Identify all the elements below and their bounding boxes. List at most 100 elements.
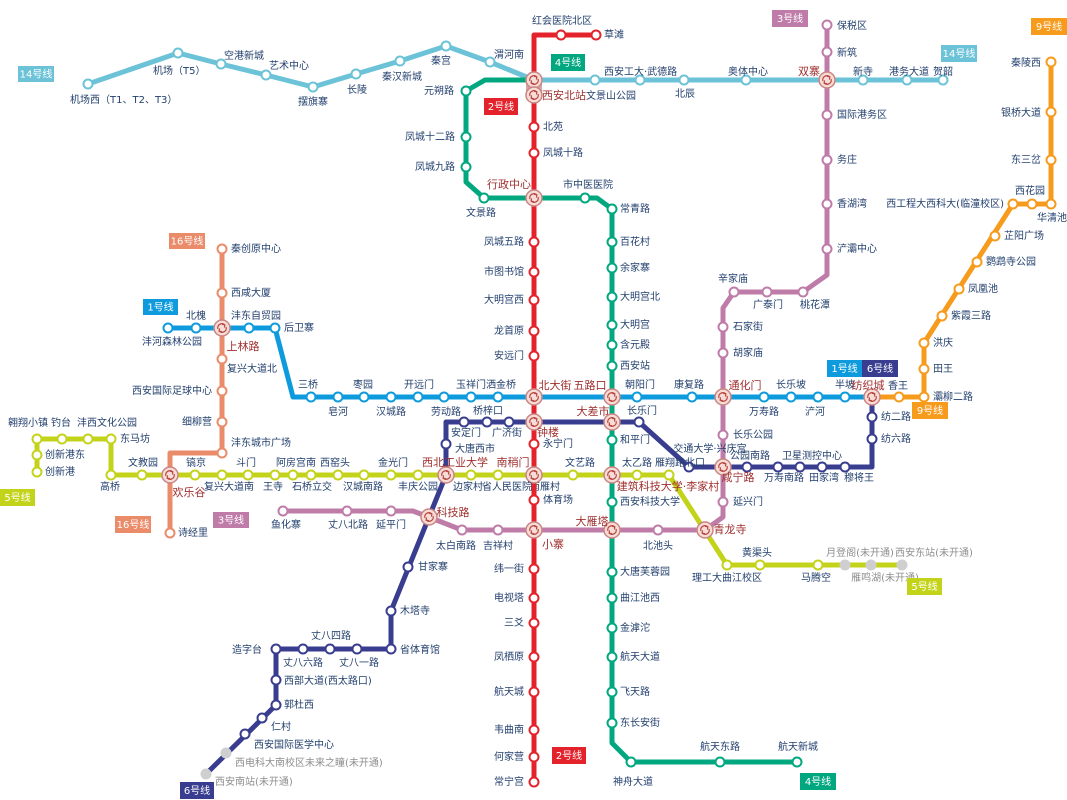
station-marker[interactable] <box>893 391 905 403</box>
station-marker[interactable] <box>277 505 289 517</box>
station-marker[interactable] <box>754 559 766 571</box>
station-marker[interactable] <box>528 236 540 248</box>
station-marker[interactable] <box>717 321 729 333</box>
station-marker[interactable] <box>839 391 851 403</box>
interchange-icon[interactable] <box>213 319 231 337</box>
station-marker[interactable] <box>606 566 618 578</box>
station-marker[interactable] <box>190 322 202 334</box>
station-marker[interactable] <box>918 363 930 375</box>
station-marker[interactable] <box>717 347 729 359</box>
station-marker[interactable] <box>216 287 228 299</box>
station-marker[interactable] <box>56 433 68 445</box>
station-marker[interactable] <box>528 350 540 362</box>
interchange-icon[interactable] <box>437 466 455 484</box>
station-marker[interactable] <box>528 563 540 575</box>
station-marker[interactable] <box>440 438 452 450</box>
interchange-icon[interactable] <box>603 521 621 539</box>
station-marker[interactable] <box>351 643 363 655</box>
station-marker[interactable] <box>606 592 618 604</box>
station-marker[interactable] <box>260 69 272 81</box>
station-marker[interactable] <box>242 469 254 481</box>
station-marker[interactable] <box>162 322 174 334</box>
station-marker[interactable] <box>918 337 930 349</box>
station-marker[interactable] <box>761 286 773 298</box>
station-marker[interactable] <box>821 109 833 121</box>
station-marker[interactable] <box>797 286 809 298</box>
station-marker[interactable] <box>484 56 496 68</box>
interchange-icon[interactable] <box>525 388 543 406</box>
station-marker[interactable] <box>385 505 397 517</box>
station-marker[interactable] <box>528 294 540 306</box>
station-marker[interactable] <box>740 74 752 86</box>
station-marker[interactable] <box>481 416 493 428</box>
station-marker[interactable] <box>866 433 878 445</box>
station-marker[interactable] <box>528 266 540 278</box>
station-marker[interactable] <box>324 643 336 655</box>
station-marker[interactable] <box>936 310 948 322</box>
station-marker[interactable] <box>492 469 504 481</box>
station-marker[interactable] <box>971 256 983 268</box>
station-marker[interactable] <box>478 192 490 204</box>
station-marker[interactable] <box>590 29 602 41</box>
station-marker[interactable] <box>465 469 477 481</box>
station-marker[interactable] <box>269 322 281 334</box>
station-marker[interactable] <box>243 322 255 334</box>
station-marker[interactable] <box>606 203 618 215</box>
interchange-icon[interactable] <box>603 388 621 406</box>
station-marker[interactable] <box>412 469 424 481</box>
station-marker[interactable] <box>412 391 424 403</box>
station-marker[interactable] <box>1007 198 1019 210</box>
station-marker[interactable] <box>402 561 414 573</box>
station-marker[interactable] <box>136 469 148 481</box>
station-marker[interactable] <box>606 262 618 274</box>
station-marker[interactable] <box>31 433 43 445</box>
station-marker[interactable] <box>465 391 477 403</box>
station-marker[interactable] <box>82 433 94 445</box>
station-marker[interactable] <box>440 40 452 52</box>
station-marker[interactable] <box>385 391 397 403</box>
station-marker[interactable] <box>528 724 540 736</box>
station-marker[interactable] <box>287 469 299 481</box>
station-marker[interactable] <box>901 74 913 86</box>
station-marker[interactable] <box>528 147 540 159</box>
station-marker[interactable] <box>460 161 472 173</box>
station-marker[interactable] <box>172 47 184 59</box>
station-marker[interactable] <box>385 469 397 481</box>
interchange-icon[interactable] <box>525 189 543 207</box>
interchange-icon[interactable] <box>525 413 543 431</box>
station-marker[interactable] <box>1026 198 1038 210</box>
station-marker[interactable] <box>686 391 698 403</box>
interchange-icon[interactable] <box>714 388 732 406</box>
interchange-icon[interactable] <box>603 413 621 431</box>
station-marker[interactable] <box>1045 56 1057 68</box>
station-marker-unopened[interactable] <box>896 559 908 571</box>
station-marker[interactable] <box>528 494 540 506</box>
station-marker[interactable] <box>678 74 690 86</box>
station-marker[interactable] <box>216 243 228 255</box>
station-marker[interactable] <box>105 469 117 481</box>
station-marker[interactable] <box>794 461 806 473</box>
station-marker[interactable] <box>216 416 228 428</box>
station-marker[interactable] <box>270 643 282 655</box>
station-marker[interactable] <box>215 58 227 70</box>
station-marker[interactable] <box>270 699 282 711</box>
station-marker[interactable] <box>606 339 618 351</box>
station-marker[interactable] <box>606 651 618 663</box>
station-marker[interactable] <box>528 651 540 663</box>
station-marker[interactable] <box>631 391 643 403</box>
station-marker[interactable] <box>606 236 618 248</box>
station-marker-unopened[interactable] <box>865 559 877 571</box>
station-marker[interactable] <box>634 74 646 86</box>
station-marker[interactable] <box>385 605 397 617</box>
station-marker[interactable] <box>528 776 540 788</box>
station-marker[interactable] <box>953 283 965 295</box>
station-marker-unopened[interactable] <box>220 747 232 759</box>
interchange-icon[interactable] <box>714 458 732 476</box>
station-marker[interactable] <box>216 469 228 481</box>
station-marker[interactable] <box>269 469 281 481</box>
station-marker[interactable] <box>816 461 828 473</box>
station-marker[interactable] <box>189 469 201 481</box>
station-marker[interactable] <box>460 131 472 143</box>
station-marker[interactable] <box>663 469 675 481</box>
station-marker[interactable] <box>216 353 228 365</box>
